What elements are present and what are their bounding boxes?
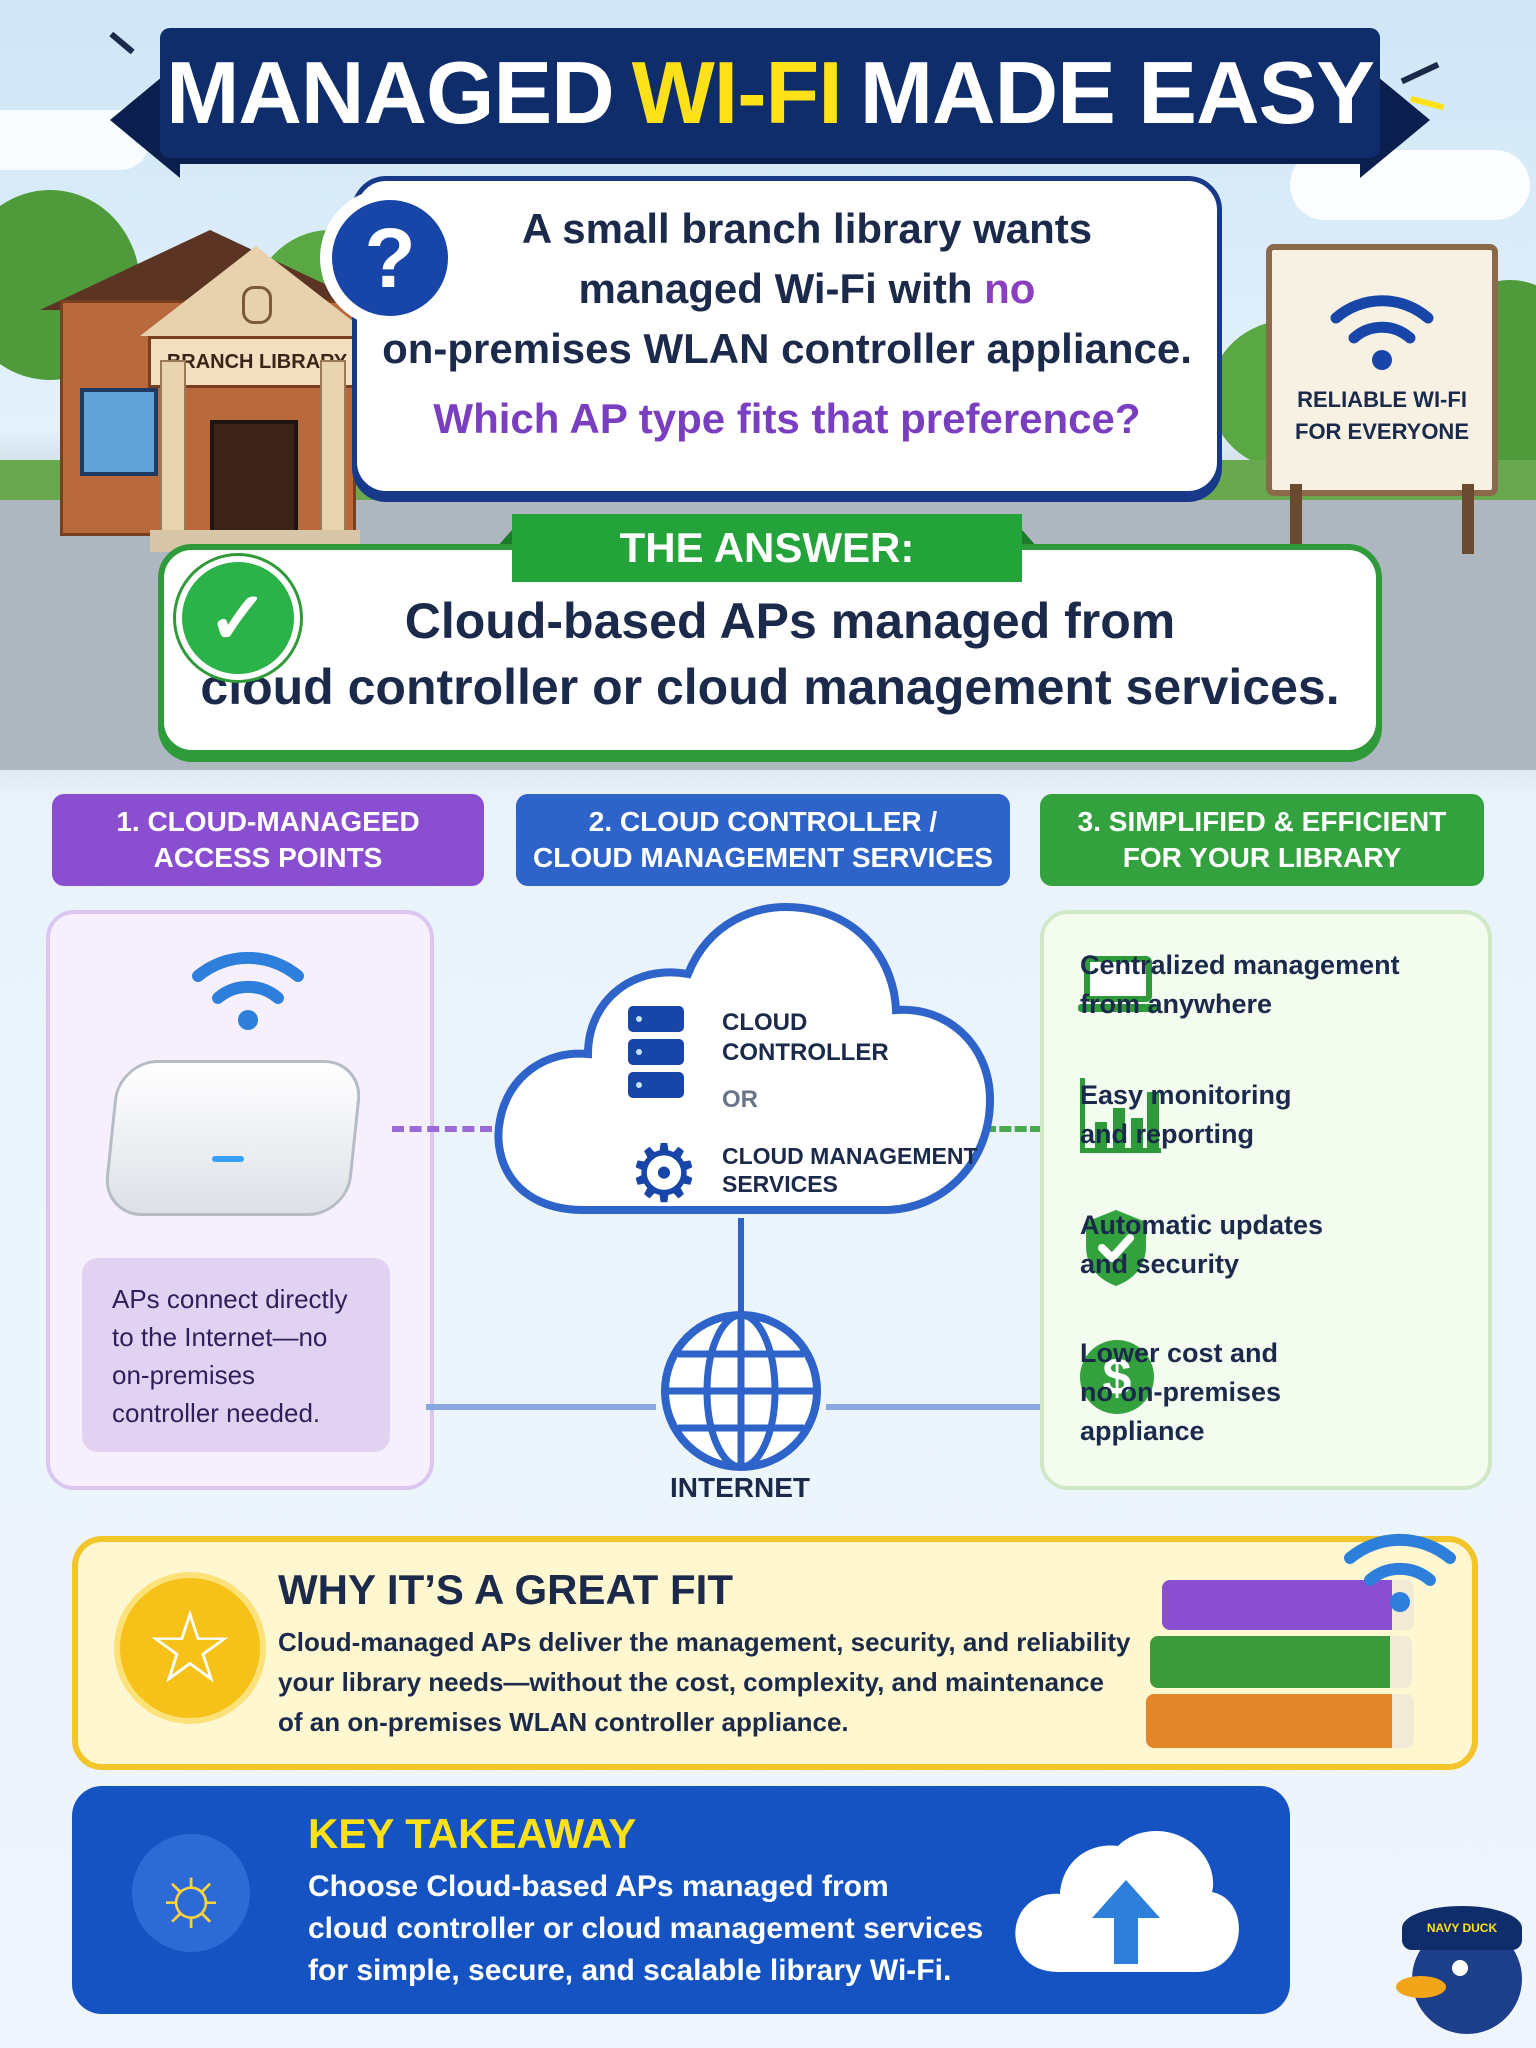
- shield-check-icon: [1086, 1210, 1146, 1286]
- dollar-icon: $: [1080, 1340, 1154, 1414]
- question-line: managed Wi-Fi with no: [417, 265, 1197, 313]
- question-badge: ?: [320, 188, 460, 328]
- page-title-banner: MANAGED WI-FI MADE EASY: [160, 28, 1380, 158]
- section-header-simplified: 3. SIMPLIFIED & EFFICIENT FOR YOUR LIBRA…: [1040, 794, 1484, 886]
- wifi-icon: [1330, 295, 1434, 370]
- takeaway-body-line: cloud controller or cloud management ser…: [308, 1912, 984, 1945]
- library-door: [210, 420, 298, 540]
- feature-text: Centralized management: [1080, 950, 1400, 980]
- connector-line: [738, 1218, 744, 1318]
- takeaway-body: Choose Cloud-based APs managed from clou…: [308, 1866, 983, 1992]
- reliable-wifi-sign-text: RELIABLE WI-FI FOR EVERYONE: [1272, 384, 1492, 448]
- feature-item: Centralized management from anywhere: [1080, 946, 1480, 1024]
- takeaway-body-line: for simple, secure, and scalable library…: [308, 1954, 952, 1987]
- section-header-cloud-controller: 2. CLOUD CONTROLLER / CLOUD MANAGEMENT S…: [516, 794, 1010, 886]
- star-badge: ☆: [114, 1572, 266, 1724]
- cloud-diagram: [494, 903, 995, 1214]
- answer-label: THE ANSWER:: [512, 514, 1022, 582]
- feature-text: Automatic updates: [1080, 1210, 1324, 1240]
- gear-icon: ⚙: [628, 1129, 700, 1218]
- access-point-note: APs connect directly to the Internet—no …: [82, 1258, 390, 1452]
- title-accent-text: WI-FI: [631, 43, 843, 142]
- question-card: A small branch library wants managed Wi-…: [352, 176, 1222, 496]
- feature-text: from anywhere: [1080, 989, 1273, 1019]
- sign-post: [1290, 484, 1302, 554]
- server-icon: [628, 1006, 684, 1106]
- check-icon: ✓: [176, 556, 300, 680]
- connector-line: [826, 1404, 1042, 1410]
- section-header-line: ACCESS POINTS: [153, 842, 383, 873]
- section-header-line: 1. CLOUD-MANAGEED: [116, 806, 420, 837]
- access-point-device: [101, 1060, 365, 1216]
- why-body-line: your library needs—without the cost, com…: [278, 1667, 1104, 1697]
- cloud-services-label-line: SERVICES: [722, 1171, 838, 1197]
- connector-line: [426, 1404, 656, 1410]
- why-body: Cloud-managed APs deliver the management…: [278, 1622, 1130, 1742]
- takeaway-title: KEY TAKEAWAY: [308, 1810, 637, 1857]
- mascot-hat-text: NAVY DUCK: [1426, 1921, 1498, 1935]
- lightbulb-icon: ☼: [132, 1834, 250, 1952]
- reliable-wifi-sign-line: RELIABLE WI-FI: [1297, 387, 1467, 412]
- library-window: [80, 388, 158, 476]
- feature-text: Easy monitoring: [1080, 1080, 1292, 1110]
- wifi-icon: [192, 951, 304, 1030]
- section-header-access-points: 1. CLOUD-MANAGEED ACCESS POINTS: [52, 794, 484, 886]
- feature-item: Easy monitoring and reporting: [1080, 1076, 1480, 1154]
- section-header-line: 2. CLOUD CONTROLLER /: [588, 806, 938, 837]
- feature-item: Automatic updates and security: [1080, 1206, 1480, 1284]
- why-title: WHY IT’S A GREAT FIT: [278, 1566, 733, 1613]
- section-header-line: FOR YOUR LIBRARY: [1122, 842, 1402, 873]
- title-text: MADE EASY: [859, 43, 1375, 142]
- reliable-wifi-sign-line: FOR EVERYONE: [1295, 419, 1469, 444]
- access-point-led: [212, 1156, 244, 1162]
- key-takeaway-card: ☼ KEY TAKEAWAY Choose Cloud-based APs ma…: [72, 1786, 1290, 2014]
- question-ask: Which AP type fits that preference?: [433, 395, 1141, 442]
- why-body-line: Cloud-managed APs deliver the management…: [278, 1627, 1131, 1657]
- answer-line: Cloud-based APs managed from: [404, 593, 1176, 649]
- internet-label: INTERNET: [670, 1472, 810, 1503]
- book-stack: [1146, 1580, 1416, 1756]
- title-text: MANAGED: [166, 43, 615, 142]
- feature-text: appliance: [1080, 1416, 1205, 1446]
- wifi-icon: [1344, 1533, 1456, 1612]
- feature-text: and reporting: [1080, 1119, 1254, 1149]
- why-body-line: of an on-premises WLAN controller applia…: [278, 1707, 849, 1737]
- question-line: on-premises WLAN controller appliance.: [382, 325, 1192, 372]
- sparkle-icon: [109, 31, 135, 55]
- cloud-controller-label-line: CLOUD: [722, 1009, 808, 1036]
- section-header-line: 3. SIMPLIFIED & EFFICIENT: [1077, 806, 1447, 837]
- feature-text: no on-premises: [1080, 1377, 1282, 1407]
- question-line-text: managed Wi-Fi with: [578, 265, 973, 312]
- laptop-icon: [1078, 956, 1158, 1020]
- cloud-controller-label: CLOUD CONTROLLER: [722, 1008, 889, 1068]
- question-mark-icon: ?: [332, 200, 448, 316]
- library-column: [160, 360, 186, 534]
- cloud-or-label: OR: [722, 1086, 758, 1113]
- cloud-services-label-line: CLOUD MANAGEMENT: [722, 1143, 978, 1169]
- bar-chart-icon: [1080, 1078, 1161, 1153]
- connector-line: [984, 1126, 1042, 1132]
- cloud-controller-label-line: CONTROLLER: [722, 1039, 889, 1066]
- library-column: [320, 360, 346, 534]
- star-icon: ☆: [145, 1592, 235, 1704]
- feature-item: Lower cost and no on-premises appliance: [1080, 1334, 1480, 1451]
- question-line: A small branch library wants: [521, 205, 1093, 252]
- reliable-wifi-sign: RELIABLE WI-FI FOR EVERYONE: [1266, 244, 1498, 496]
- cloud-upload-icon: [1015, 1831, 1239, 1972]
- sign-post: [1462, 484, 1474, 554]
- library-emblem-icon: [242, 286, 272, 324]
- globe-icon: [661, 1311, 821, 1471]
- feature-text: and security: [1080, 1249, 1240, 1279]
- takeaway-body-line: Choose Cloud-based APs managed from: [308, 1870, 889, 1903]
- cloud-services-label: CLOUD MANAGEMENT SERVICES: [722, 1142, 978, 1198]
- feature-text: Lower cost and: [1080, 1338, 1279, 1368]
- connector-line: [392, 1126, 492, 1132]
- question-highlight: no: [984, 265, 1036, 312]
- section-header-line: CLOUD MANAGEMENT SERVICES: [533, 842, 993, 873]
- answer-line: cloud controller or cloud management ser…: [200, 659, 1340, 715]
- duck-mascot: NAVY DUCK: [1392, 1884, 1532, 2044]
